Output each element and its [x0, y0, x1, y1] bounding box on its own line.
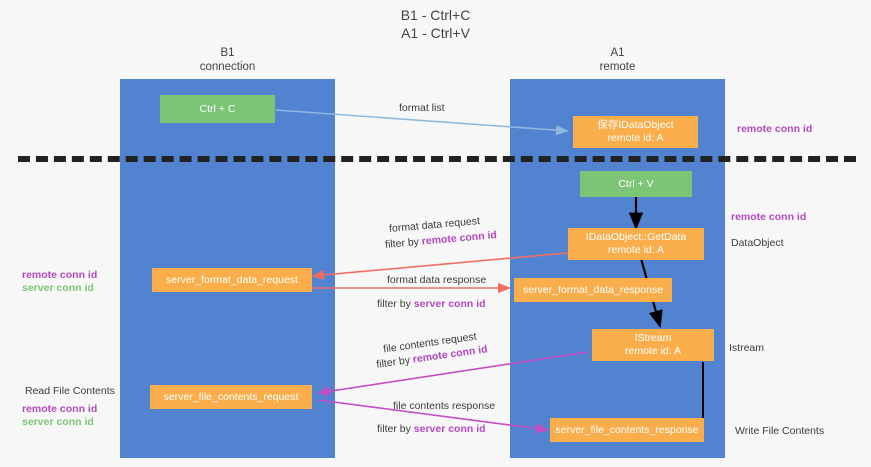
node-server-file-contents-response[interactable]: server_file_contents_response [550, 418, 704, 442]
node-idataobject-getdata[interactable]: IDataObject::GetData remote id: A [568, 228, 704, 260]
node-istream-sub: remote id: A [624, 345, 682, 357]
node-ctrl-c-label: Ctrl + C [199, 102, 236, 115]
edge-label-file-contents-response-line2: filter by server conn id [377, 423, 486, 436]
edge-label-format-list: format list [399, 102, 445, 114]
side-label-left-server-conn-id-mid: server conn id [22, 282, 94, 294]
side-label-read-file-contents: Read File Contents [25, 385, 115, 397]
file-resp-server-conn-id: server conn id [413, 423, 486, 435]
phase-divider [18, 156, 856, 162]
node-istream[interactable]: IStream remote id: A [592, 329, 714, 361]
node-save-idataobject-label: 保存IDataObject [597, 119, 674, 131]
lane-header-a1-role: remote [599, 61, 636, 73]
edge-file-contents-response [317, 399, 549, 434]
node-save-idataobject-sub: remote id: A [607, 132, 664, 144]
edge-label-format-data-response-line1: format data response [387, 274, 487, 286]
node-server-file-contents-request[interactable]: server_file_contents_request [150, 385, 312, 409]
file-resp-filter-text: filter by [377, 423, 414, 435]
edge-label-file-contents-response-line1: file contents response [393, 400, 496, 412]
node-server-format-data-response[interactable]: server_format_data_response [514, 278, 672, 302]
node-idataobject-getdata-sub: remote id: A [607, 244, 665, 256]
node-server-file-contents-request-label: server_file_contents_request [163, 390, 299, 403]
fmt-req-filter-text: filter by [384, 235, 423, 251]
side-label-istream: Istream [729, 342, 765, 354]
side-label-remote-conn-id-mid: remote conn id [731, 211, 807, 223]
node-server-file-contents-response-label: server_file_contents_response [555, 423, 699, 436]
edge-format-list [275, 109, 569, 136]
title-line-2: A1 - Ctrl+V [401, 25, 470, 41]
side-label-dataobject: DataObject [731, 237, 784, 249]
side-label-left-remote-conn-id-bot: remote conn id [22, 403, 98, 415]
lane-header-b1: B1 connection [120, 46, 335, 74]
edge-label-format-data-response-line2: filter by server conn id [377, 298, 486, 311]
lane-header-a1: A1 remote [510, 46, 725, 74]
edge-file-contents-request [317, 351, 589, 397]
side-label-left-server-conn-id-bot: server conn id [22, 416, 94, 428]
node-server-format-data-request[interactable]: server_format_data_request [152, 268, 312, 292]
side-label-left-remote-conn-id-mid: remote conn id [22, 269, 98, 281]
node-server-format-data-response-label: server_format_data_response [522, 283, 664, 296]
lane-header-b1-name: B1 [220, 47, 235, 59]
node-server-format-data-request-label: server_format_data_request [166, 273, 298, 286]
node-ctrl-v-label: Ctrl + V [618, 177, 654, 190]
side-label-remote-conn-id-top: remote conn id [737, 123, 813, 135]
fmt-resp-server-conn-id: server conn id [413, 298, 486, 310]
node-idataobject-getdata-label: IDataObject::GetData [585, 231, 687, 243]
node-ctrl-v[interactable]: Ctrl + V [580, 171, 692, 197]
lane-header-b1-role: connection [199, 61, 256, 73]
node-istream-label: IStream [634, 332, 672, 344]
side-label-write-file-contents: Write File Contents [735, 425, 825, 437]
fmt-resp-filter-text: filter by [377, 298, 414, 310]
page-title: B1 - Ctrl+C A1 - Ctrl+V [0, 6, 871, 42]
title-line-1: B1 - Ctrl+C [400, 7, 471, 23]
node-ctrl-c[interactable]: Ctrl + C [160, 95, 275, 123]
lane-header-a1-name: A1 [610, 47, 625, 59]
node-save-idataobject[interactable]: 保存IDataObject remote id: A [573, 116, 698, 148]
edge-format-data-request [311, 251, 579, 281]
